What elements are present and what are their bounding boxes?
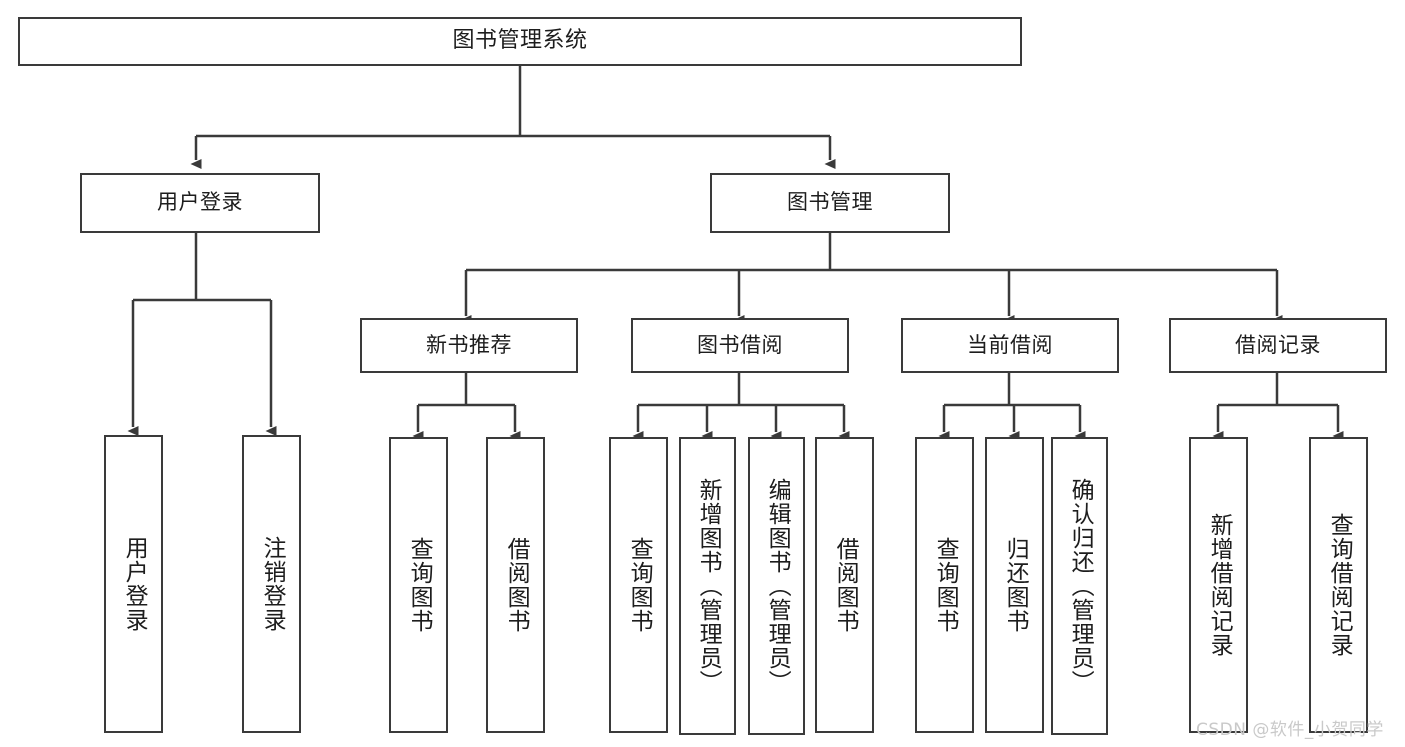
node-label: 借阅图书	[503, 537, 530, 633]
node-label: 查询图书	[406, 537, 433, 633]
leaf-query-book-recommendation[interactable]: 查询图书	[389, 437, 448, 733]
node-borrowing-records[interactable]: 借阅记录	[1169, 318, 1387, 373]
leaf-edit-book-admin[interactable]: 编辑图书（管理员）	[748, 437, 805, 735]
node-book-management[interactable]: 图书管理	[710, 173, 950, 233]
node-label: 借阅图书	[832, 537, 859, 633]
node-new-book-recommendation[interactable]: 新书推荐	[360, 318, 578, 373]
node-label: 查询图书	[626, 537, 653, 633]
node-label: 图书管理	[787, 190, 873, 215]
node-book-borrowing[interactable]: 图书借阅	[631, 318, 849, 373]
node-label: 当前借阅	[967, 332, 1053, 357]
csdn-watermark: CSDN @软件_小贺同学	[1196, 720, 1384, 740]
leaf-add-borrowing-record[interactable]: 新增借阅记录	[1189, 437, 1248, 733]
node-label: 图书管理系统	[452, 28, 588, 54]
node-label: 查询图书	[932, 537, 959, 633]
leaf-confirm-return-admin[interactable]: 确认归还（管理员）	[1051, 437, 1108, 735]
node-label: 新增图书（管理员）	[695, 478, 722, 694]
node-label: 用户登录	[121, 536, 148, 632]
node-label: 新增借阅记录	[1206, 513, 1233, 657]
node-root-book-management-system[interactable]: 图书管理系统	[18, 17, 1022, 66]
leaf-logout[interactable]: 注销登录	[242, 435, 301, 733]
leaf-query-borrowing-record[interactable]: 查询借阅记录	[1309, 437, 1368, 733]
node-label: 归还图书	[1002, 537, 1029, 633]
node-label: 借阅记录	[1235, 332, 1321, 357]
leaf-query-book-current[interactable]: 查询图书	[915, 437, 974, 733]
leaf-query-book-borrowing[interactable]: 查询图书	[609, 437, 668, 733]
node-user-login[interactable]: 用户登录	[80, 173, 320, 233]
node-label: 图书借阅	[697, 332, 783, 357]
node-label: 用户登录	[157, 190, 243, 215]
node-label: 注销登录	[259, 536, 286, 632]
node-label: 编辑图书（管理员）	[764, 478, 791, 694]
leaf-user-login[interactable]: 用户登录	[104, 435, 163, 733]
leaf-return-book[interactable]: 归还图书	[985, 437, 1044, 733]
leaf-add-book-admin[interactable]: 新增图书（管理员）	[679, 437, 736, 735]
node-current-borrowing[interactable]: 当前借阅	[901, 318, 1119, 373]
leaf-borrow-book-borrowing[interactable]: 借阅图书	[815, 437, 874, 733]
node-label: 新书推荐	[426, 332, 512, 357]
leaf-borrow-book-recommendation[interactable]: 借阅图书	[486, 437, 545, 733]
node-label: 查询借阅记录	[1326, 513, 1353, 657]
node-label: 确认归还（管理员）	[1067, 478, 1094, 694]
